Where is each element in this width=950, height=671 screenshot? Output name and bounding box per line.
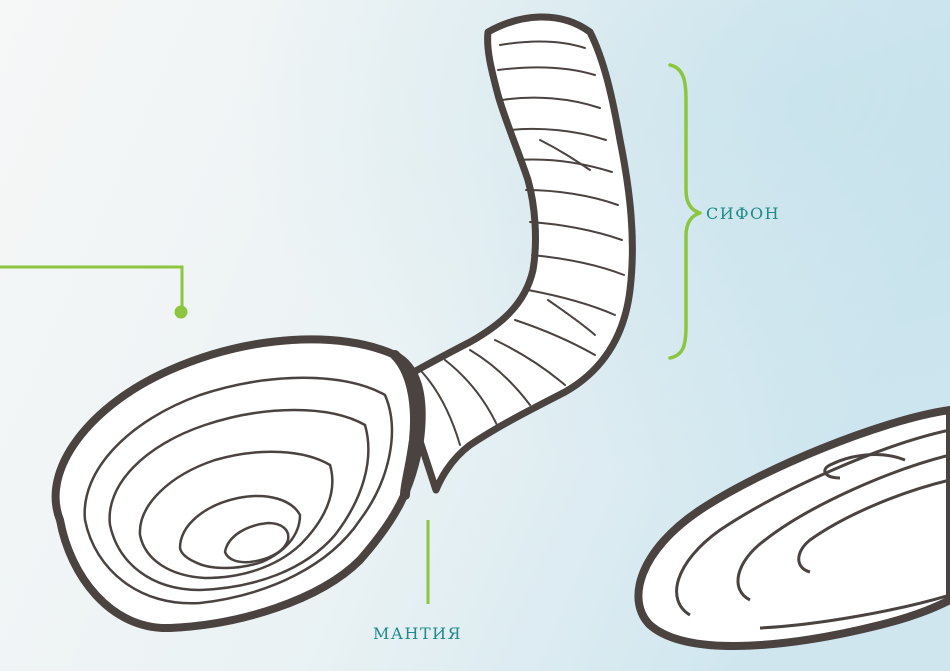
mantle-label: МАНТИЯ: [373, 624, 462, 643]
siphon-label: СИФОН: [706, 204, 780, 223]
